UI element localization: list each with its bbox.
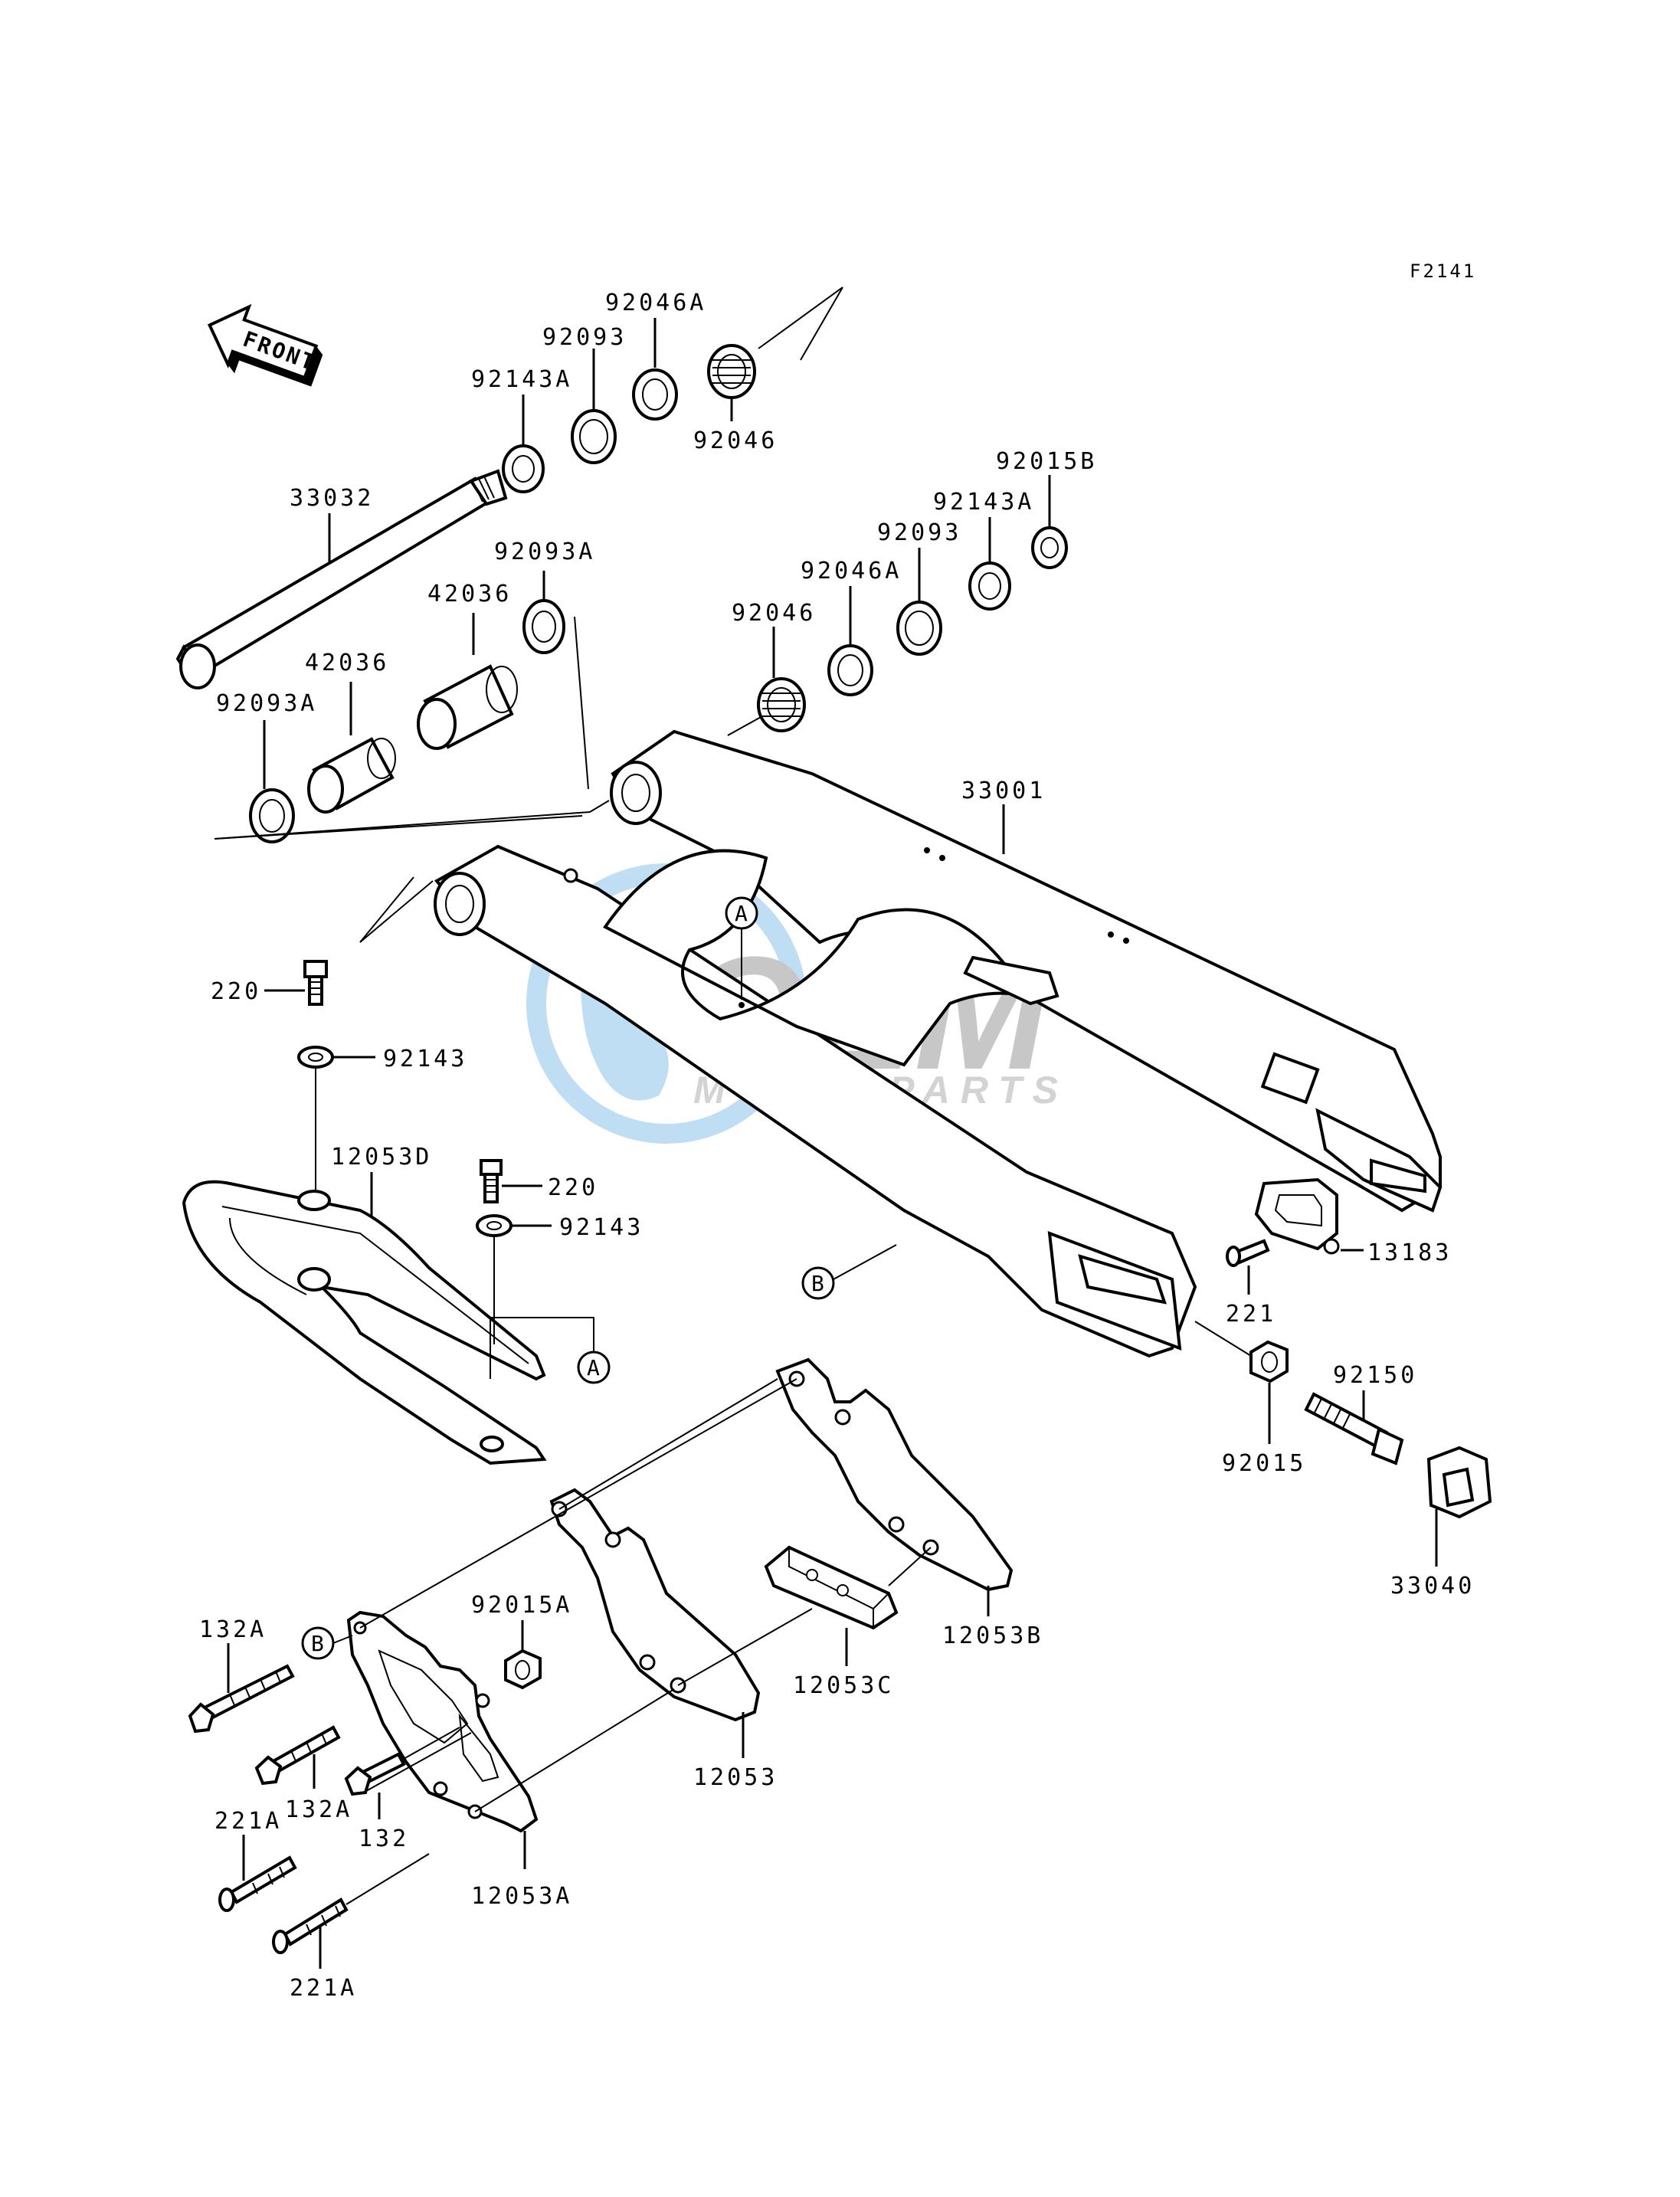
callout-B-guide: B [301, 1626, 353, 1660]
needle-bearing-92046-top [707, 344, 756, 399]
nut-92015B [1031, 526, 1068, 569]
collar-92143A-top [502, 444, 545, 493]
label-132A-a: 132A [199, 1616, 267, 1643]
label-92150: 92150 [1333, 1362, 1417, 1389]
svg-text:A: A [587, 1355, 600, 1380]
label-92093-r: 92093 [877, 519, 961, 546]
needle-bearing-92046-r [757, 677, 806, 732]
block-33040: 33040 [1390, 1446, 1492, 1599]
label-12053B: 12053B [942, 1622, 1043, 1649]
bearing-seal-92046A-top [632, 368, 678, 421]
label-221A-b: 221A [290, 1975, 357, 2002]
bearing-seal-92046A-r [827, 644, 873, 696]
chain-slider-12053D: 12053D [182, 1144, 547, 1465]
washer-92143-a: 92143 [297, 1046, 467, 1191]
pivot-bearing-stack-left: 92046A 92093 92143A 92046 [471, 286, 843, 493]
label-220-a: 220 [211, 978, 261, 1005]
label-220-b: 220 [548, 1174, 598, 1201]
pivot-shaft-33032: 33032 [175, 469, 508, 689]
label-92046A-top: 92046A [605, 290, 706, 316]
bolt-132: 132 [344, 1727, 460, 1852]
label-92143-a: 92143 [383, 1046, 467, 1072]
label-12053D: 12053D [331, 1144, 432, 1171]
label-12053A: 12053A [471, 1883, 572, 1910]
label-42036-a: 42036 [427, 581, 512, 607]
label-92046A-r: 92046A [801, 558, 902, 584]
nut-92015A: 92015A [471, 1592, 572, 1690]
screw-221A-a: 221A [215, 1808, 297, 1912]
svg-text:B: B [311, 1631, 324, 1656]
pivot-bearing-stack-right: 92015B 92143A 92093 92046A 92046 [727, 448, 1097, 736]
label-92093-top: 92093 [542, 324, 627, 351]
bolt-92150: 92150 [1304, 1362, 1417, 1465]
label-33032: 33032 [290, 485, 374, 512]
label-92015: 92015 [1222, 1450, 1306, 1477]
collar-92093-r [896, 601, 942, 656]
collar-92093A-a [522, 599, 565, 654]
swingarm-33001: 33001 A [359, 729, 1443, 1358]
label-221A-a: 221A [215, 1808, 282, 1835]
guide-explode-lines [359, 1378, 932, 1812]
svg-text:A: A [735, 901, 748, 926]
label-92143A-r: 92143A [933, 489, 1034, 516]
label-33001: 33001 [961, 778, 1046, 804]
label-132A-b: 132A [285, 1796, 352, 1823]
label-92046-top: 92046 [693, 427, 778, 454]
screw-221A-b: 221A [272, 1853, 430, 2002]
label-92093A-a: 92093A [494, 539, 595, 565]
label-221: 221 [1226, 1301, 1276, 1328]
left-collars: 92093A 42036 42036 92093A [214, 539, 595, 943]
front-arrow-shadow [228, 345, 323, 387]
front-arrow: FRONT [207, 303, 323, 387]
label-12053C: 12053C [793, 1672, 894, 1699]
bolt-132A-a: 132A [188, 1616, 295, 1734]
label-92143-b: 92143 [559, 1214, 644, 1241]
chain-guide-plate-12053A: 12053A [346, 1610, 572, 1910]
collar-92093-top [571, 409, 617, 464]
label-92143A-top: 92143A [471, 366, 572, 393]
label-92046-r: 92046 [732, 600, 816, 627]
label-92015B: 92015B [996, 448, 1097, 475]
chain-guide-12053B: 12053B [775, 1357, 1043, 1649]
bolt-220-b: 220 [480, 1159, 598, 1203]
figure-ref: F2141 [1410, 260, 1476, 282]
label-12053: 12053 [693, 1764, 778, 1791]
chain-guide-block-12053C: 12053C [764, 1545, 899, 1699]
bolt-132A-b: 132A [254, 1725, 352, 1823]
svg-text:B: B [811, 1271, 824, 1296]
label-42036-b: 42036 [305, 650, 389, 676]
label-13183: 13183 [1367, 1239, 1452, 1266]
bolt-220-a: 220 [211, 960, 328, 1006]
callout-B-swingarm: B [801, 1244, 897, 1300]
collar-92093A-b [249, 788, 295, 843]
callout-A-swingarm: A [725, 896, 758, 1000]
chain-guide-12053: 12053 [549, 1488, 778, 1791]
label-33040: 33040 [1390, 1573, 1475, 1599]
plate-13183: 13183 [1254, 1177, 1452, 1266]
screw-221: 221 [1226, 1239, 1276, 1328]
label-132: 132 [359, 1825, 409, 1852]
label-92093A-b: 92093A [216, 690, 317, 717]
washer-92143-b: 92143 [476, 1214, 644, 1344]
label-92015A: 92015A [471, 1592, 572, 1619]
collar-92143A-r [968, 562, 1011, 611]
callout-A-slider: A [490, 1317, 611, 1384]
nut-92015: 92015 [1194, 1321, 1306, 1477]
